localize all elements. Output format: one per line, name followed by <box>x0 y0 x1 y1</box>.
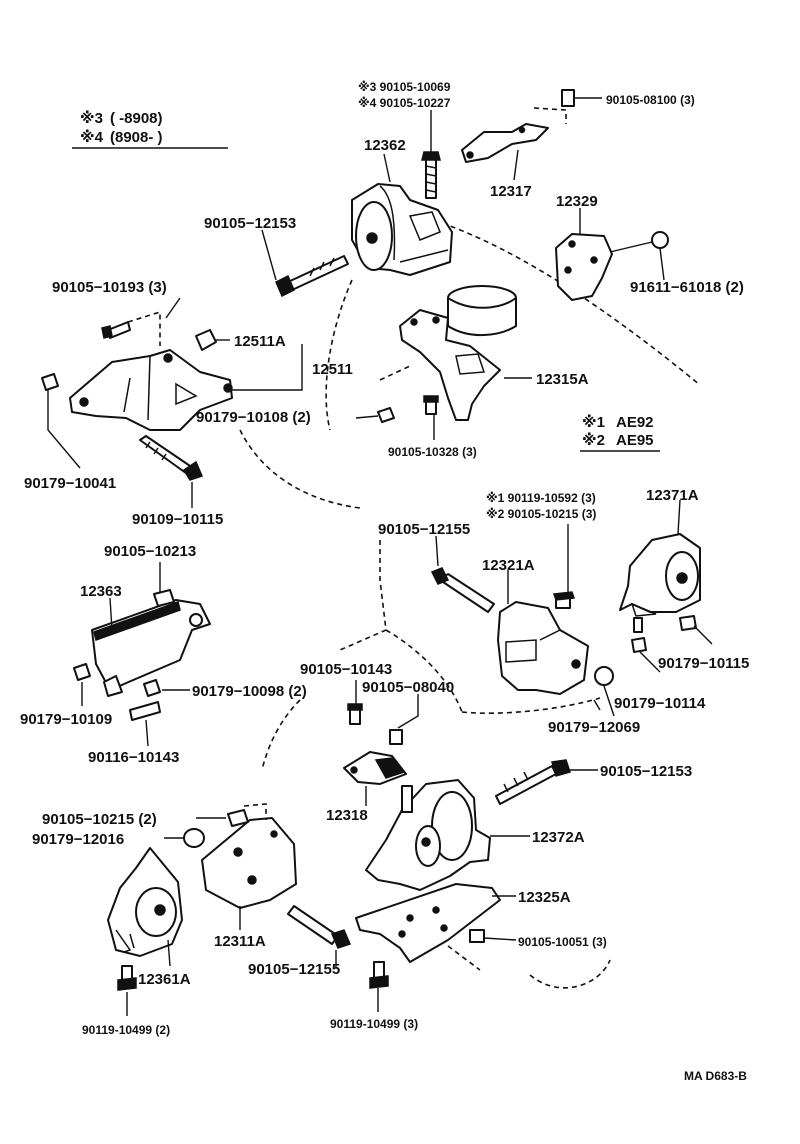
label-12329: 12329 <box>556 193 598 210</box>
label-90116-10143: 90116−10143 <box>88 749 179 766</box>
legend-models-mark-1: ※1 <box>582 413 605 431</box>
nut-90179-10041 <box>41 373 81 469</box>
label-90119-10499-left: 90119-10499 (2) <box>82 1023 170 1037</box>
label-90179-10114: 90179−10114 <box>614 695 706 712</box>
label-90105-10227: ※4 90105-10227 <box>358 96 451 110</box>
label-90109-10115: 90109−10115 <box>132 511 223 528</box>
nut-91611-61018 <box>609 231 669 281</box>
legend-models-ae95: AE95 <box>616 432 654 449</box>
bolt-90105-12155-bottom <box>287 905 352 968</box>
label-90105-10193: 90105−10193 (3) <box>52 279 167 296</box>
label-90179-10108: 90179−10108 (2) <box>196 409 311 426</box>
diagram-code: MA D683-B <box>684 1069 747 1083</box>
legend-years-mark-3: ※3 <box>80 109 103 127</box>
part-12315A-bracket <box>379 309 501 421</box>
nut-90179-10109 <box>73 663 91 706</box>
label-12321A: 12321A <box>482 557 535 574</box>
label-90179-10109: 90179−10109 <box>20 711 112 728</box>
label-90105-10328: 90105-10328 (3) <box>388 445 477 459</box>
label-12363: 12363 <box>80 583 122 600</box>
bolt-90105-10215-lower <box>196 809 249 827</box>
part-12361A-mount <box>107 847 183 967</box>
label-90105-10215-ae95: ※2 90105-10215 (3) <box>486 507 596 521</box>
label-12318: 12318 <box>326 807 368 824</box>
label-90105-10069: ※3 90105-10069 <box>358 80 451 94</box>
nut-90179-12016 <box>164 828 205 848</box>
bolt-90105-08040 <box>389 694 419 745</box>
bolt-90105-12153-bottom <box>495 759 598 805</box>
label-90179-10098: 90179−10098 (2) <box>192 683 307 700</box>
bolt-90105-10051 <box>469 929 517 943</box>
bolt-90119-10499-right <box>369 961 389 1012</box>
part-12318-bracket <box>343 751 407 806</box>
label-90179-10115: 90179−10115 <box>658 655 749 672</box>
part-12511A-insulator <box>195 329 230 351</box>
bolt-90105-12153-top <box>275 255 349 298</box>
label-91611-61018: 91611−61018 (2) <box>630 279 744 296</box>
legend-models: ※1 AE92 ※2 AE95 <box>580 413 660 452</box>
label-12317: 12317 <box>490 183 532 200</box>
label-12315A: 12315A <box>536 371 589 388</box>
part-12371A-mount <box>619 499 701 617</box>
label-90105-12155-bottom: 90105−12155 <box>248 961 340 978</box>
part-12329-bracket <box>555 233 613 301</box>
label-90179-12016: 90179−12016 <box>32 831 124 848</box>
label-90105-12155-top: 90105−12155 <box>378 521 470 538</box>
bolt-90105-08100 <box>561 89 602 107</box>
part-12363-bracket <box>91 599 211 697</box>
part-12511-bracket <box>69 349 233 431</box>
label-90105-10143: 90105−10143 <box>300 661 392 678</box>
label-12362: 12362 <box>364 137 406 154</box>
legend-years-range-4: (8908- ) <box>110 129 163 146</box>
label-12361A: 12361A <box>138 971 191 988</box>
nut-90179-10108 <box>377 407 395 423</box>
stud-90116-10143 <box>129 701 161 747</box>
label-90105-10051: 90105-10051 (3) <box>518 935 607 949</box>
legend-years-range-3: ( -8908) <box>110 110 163 127</box>
bolt-90105-10328 <box>423 395 439 415</box>
label-12372A: 12372A <box>532 829 585 846</box>
part-12325A-plate <box>355 883 516 971</box>
label-90105-10213: 90105−10213 <box>104 543 196 560</box>
nut-90179-10114 <box>631 617 661 673</box>
label-90119-10499-right: 90119-10499 (3) <box>330 1017 418 1031</box>
label-12511A: 12511A <box>234 333 286 350</box>
legend-years-mark-4: ※4 <box>80 128 104 146</box>
legend-models-mark-2: ※2 <box>582 431 605 449</box>
label-90105-12153-top: 90105−12153 <box>204 215 296 232</box>
legend-models-ae92: AE92 <box>616 414 654 431</box>
bolt-90119-10592-90105-10215 <box>552 524 576 609</box>
nut-90179-10098 <box>143 679 190 697</box>
label-90105-12153-bottom: 90105−12153 <box>600 763 692 780</box>
bolt-90105-10143 <box>347 680 363 725</box>
label-12325A: 12325A <box>518 889 571 906</box>
bolt-90105-10069-10227 <box>421 110 441 199</box>
part-12317-bracket <box>461 107 567 163</box>
label-12311A: 12311A <box>214 933 266 950</box>
part-12321A-bracket <box>497 570 589 695</box>
part-labels: ※3 90105-10069 ※4 90105-10227 90105-0810… <box>20 80 749 1083</box>
bolt-90105-12155-top <box>430 535 495 613</box>
label-90105-08100: 90105-08100 (3) <box>606 93 695 107</box>
transmission-case-cylinder <box>447 285 517 337</box>
label-90105-10215-2: 90105−10215 (2) <box>42 811 157 828</box>
leader-lines <box>109 149 601 711</box>
label-90105-08040: 90105−08040 <box>362 679 454 696</box>
label-12511: 12511 <box>312 361 353 378</box>
nut-90179-10115 <box>679 615 713 645</box>
label-90119-10592: ※1 90119-10592 (3) <box>486 491 596 505</box>
bolt-90105-10193 <box>101 310 161 346</box>
part-12311A-bracket <box>201 803 297 930</box>
nut-90179-12069 <box>594 666 615 717</box>
label-90179-10041: 90179−10041 <box>24 475 116 492</box>
legend-years: ※3 ( -8908) ※4 (8908- ) <box>72 109 228 149</box>
bolt-90105-10213 <box>153 562 175 607</box>
label-12371A: 12371A <box>646 487 699 504</box>
label-90179-12069: 90179−12069 <box>548 719 640 736</box>
bolt-90119-10499-left <box>117 965 137 1016</box>
part-12362-mount-insulator <box>351 183 453 276</box>
bolt-90109-10115 <box>139 435 204 508</box>
part-12372A-mount <box>365 779 530 891</box>
